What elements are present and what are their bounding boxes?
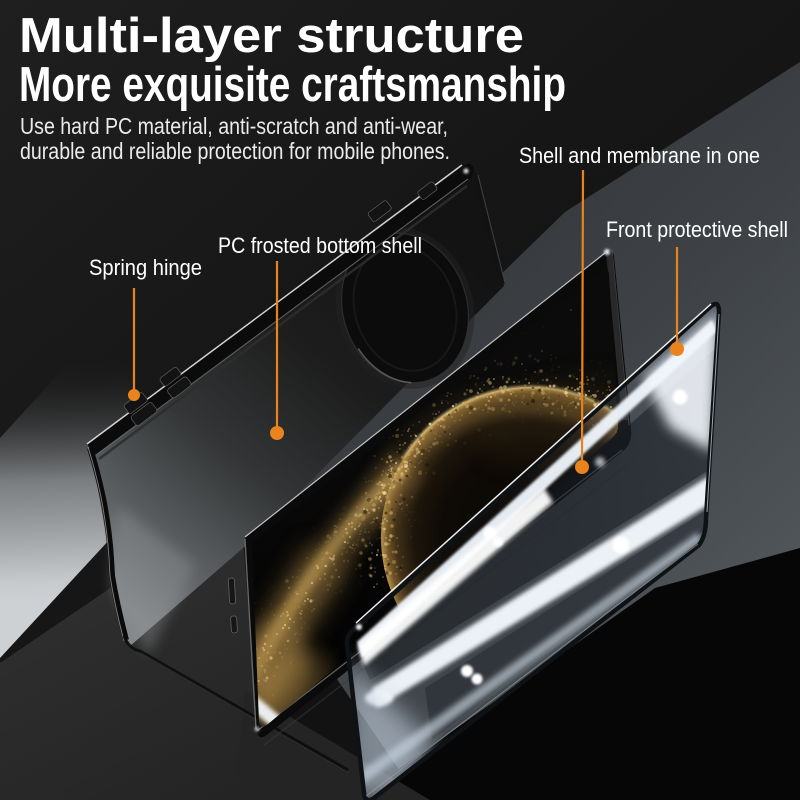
svg-text:Shell and membrane in one: Shell and membrane in one [519, 143, 760, 168]
svg-text:More exquisite craftsmanship: More exquisite craftsmanship [19, 58, 566, 112]
svg-text:Multi-layer structure: Multi-layer structure [19, 9, 524, 63]
svg-text:Front protective shell: Front protective shell [606, 217, 788, 242]
svg-text:Spring hinge: Spring hinge [89, 255, 202, 280]
svg-text:Use hard PC material, anti-scr: Use hard PC material, anti-scratch and a… [20, 113, 448, 139]
svg-text:durable and reliable protectio: durable and reliable protection for mobi… [20, 138, 450, 164]
svg-text:PC frosted bottom shell: PC frosted bottom shell [218, 233, 422, 258]
